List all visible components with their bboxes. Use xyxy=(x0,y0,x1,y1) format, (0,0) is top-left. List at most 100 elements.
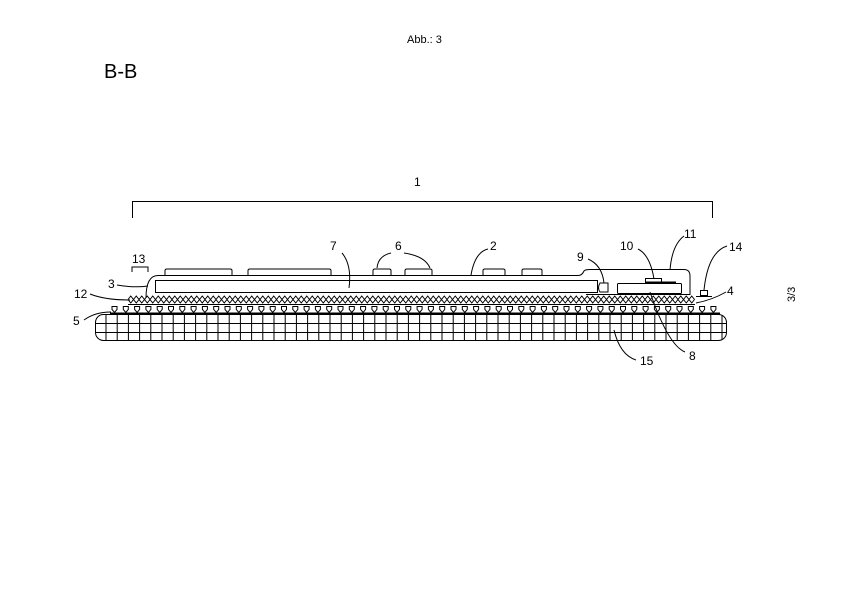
contact xyxy=(495,306,502,314)
figure-label: Abb.: 3 xyxy=(407,34,442,46)
ref-10: 10 xyxy=(620,239,634,253)
overall-bracket xyxy=(132,201,713,218)
contact xyxy=(631,306,638,314)
contact xyxy=(620,306,626,314)
key xyxy=(247,268,332,276)
contact xyxy=(382,306,389,314)
leader-line xyxy=(116,284,149,288)
contact xyxy=(371,306,378,314)
contact xyxy=(484,306,491,314)
key xyxy=(521,268,543,276)
contact xyxy=(303,306,310,314)
contact xyxy=(461,306,468,314)
contact xyxy=(292,306,299,314)
spring-layer xyxy=(127,295,695,305)
ref-1: 1 xyxy=(414,175,421,189)
leader-line xyxy=(649,291,686,353)
ref-12-14: 14 xyxy=(729,240,743,254)
leader-lines xyxy=(83,235,728,361)
ref-7: 7 xyxy=(330,239,337,253)
ref-8: 8 xyxy=(689,349,696,363)
ref-5: 5 xyxy=(73,314,80,328)
contact xyxy=(235,306,242,314)
leader-line xyxy=(703,245,728,291)
contact xyxy=(224,306,231,314)
key xyxy=(482,268,506,276)
inner-panel-7 xyxy=(155,280,598,293)
contact xyxy=(179,306,186,314)
ref-12: 12 xyxy=(74,287,88,301)
contact xyxy=(540,306,547,314)
keys xyxy=(164,268,543,276)
contact xyxy=(360,306,367,314)
contact xyxy=(190,306,197,314)
leader-line xyxy=(587,258,605,284)
contact xyxy=(416,306,423,314)
leader-line xyxy=(376,252,392,269)
contact xyxy=(653,306,660,314)
leader-line xyxy=(403,252,431,269)
contact xyxy=(201,306,208,314)
contact xyxy=(326,306,333,314)
contact xyxy=(439,306,446,314)
contact xyxy=(574,306,581,314)
contact xyxy=(552,306,559,314)
contact xyxy=(156,306,163,314)
leader-line xyxy=(470,248,489,276)
contact xyxy=(529,306,536,314)
contact xyxy=(699,306,706,314)
contact xyxy=(145,306,152,314)
contact xyxy=(134,306,141,314)
ref-2: 2 xyxy=(490,239,497,253)
contact xyxy=(122,306,129,314)
housing xyxy=(145,269,712,299)
section-label: B-B xyxy=(104,61,138,83)
contact xyxy=(111,306,118,314)
contact xyxy=(687,306,694,314)
contact xyxy=(676,306,683,314)
contact xyxy=(473,306,480,314)
ref-3: 3 xyxy=(108,277,115,291)
ref-11: 11 xyxy=(684,227,697,241)
compartment xyxy=(617,283,682,294)
key xyxy=(164,268,233,276)
leader-line xyxy=(613,329,637,361)
ref-15: 15 xyxy=(640,354,654,368)
contact xyxy=(348,306,355,314)
leader-line xyxy=(341,252,351,289)
contact-row xyxy=(111,306,717,314)
bracket-13 xyxy=(131,266,149,272)
leader-line xyxy=(89,293,131,301)
part-14 xyxy=(700,290,708,296)
contact xyxy=(507,306,513,314)
ref-4: 4 xyxy=(727,284,734,298)
base-plate xyxy=(95,266,727,341)
leader-line xyxy=(695,291,727,304)
contact xyxy=(314,306,321,314)
contact xyxy=(608,306,615,314)
contact xyxy=(213,306,220,314)
contact xyxy=(168,306,174,314)
contact xyxy=(665,306,672,314)
key xyxy=(372,268,392,276)
ref-9: 9 xyxy=(577,250,584,264)
leader-line xyxy=(637,248,655,280)
key xyxy=(404,268,433,276)
contact xyxy=(710,306,717,314)
contact xyxy=(586,306,593,314)
leader-line xyxy=(669,235,685,271)
contact xyxy=(258,306,265,314)
leader-line xyxy=(83,311,112,321)
ref-6: 6 xyxy=(395,239,402,253)
contact xyxy=(269,306,276,314)
contact xyxy=(281,306,287,314)
contact xyxy=(450,306,457,314)
contact xyxy=(405,306,412,314)
contact xyxy=(597,306,604,314)
spring-zigzag-bottom xyxy=(127,298,695,304)
contact xyxy=(427,306,434,314)
contact xyxy=(394,306,400,314)
contact xyxy=(518,306,525,314)
spring-zigzag-top xyxy=(127,295,695,301)
